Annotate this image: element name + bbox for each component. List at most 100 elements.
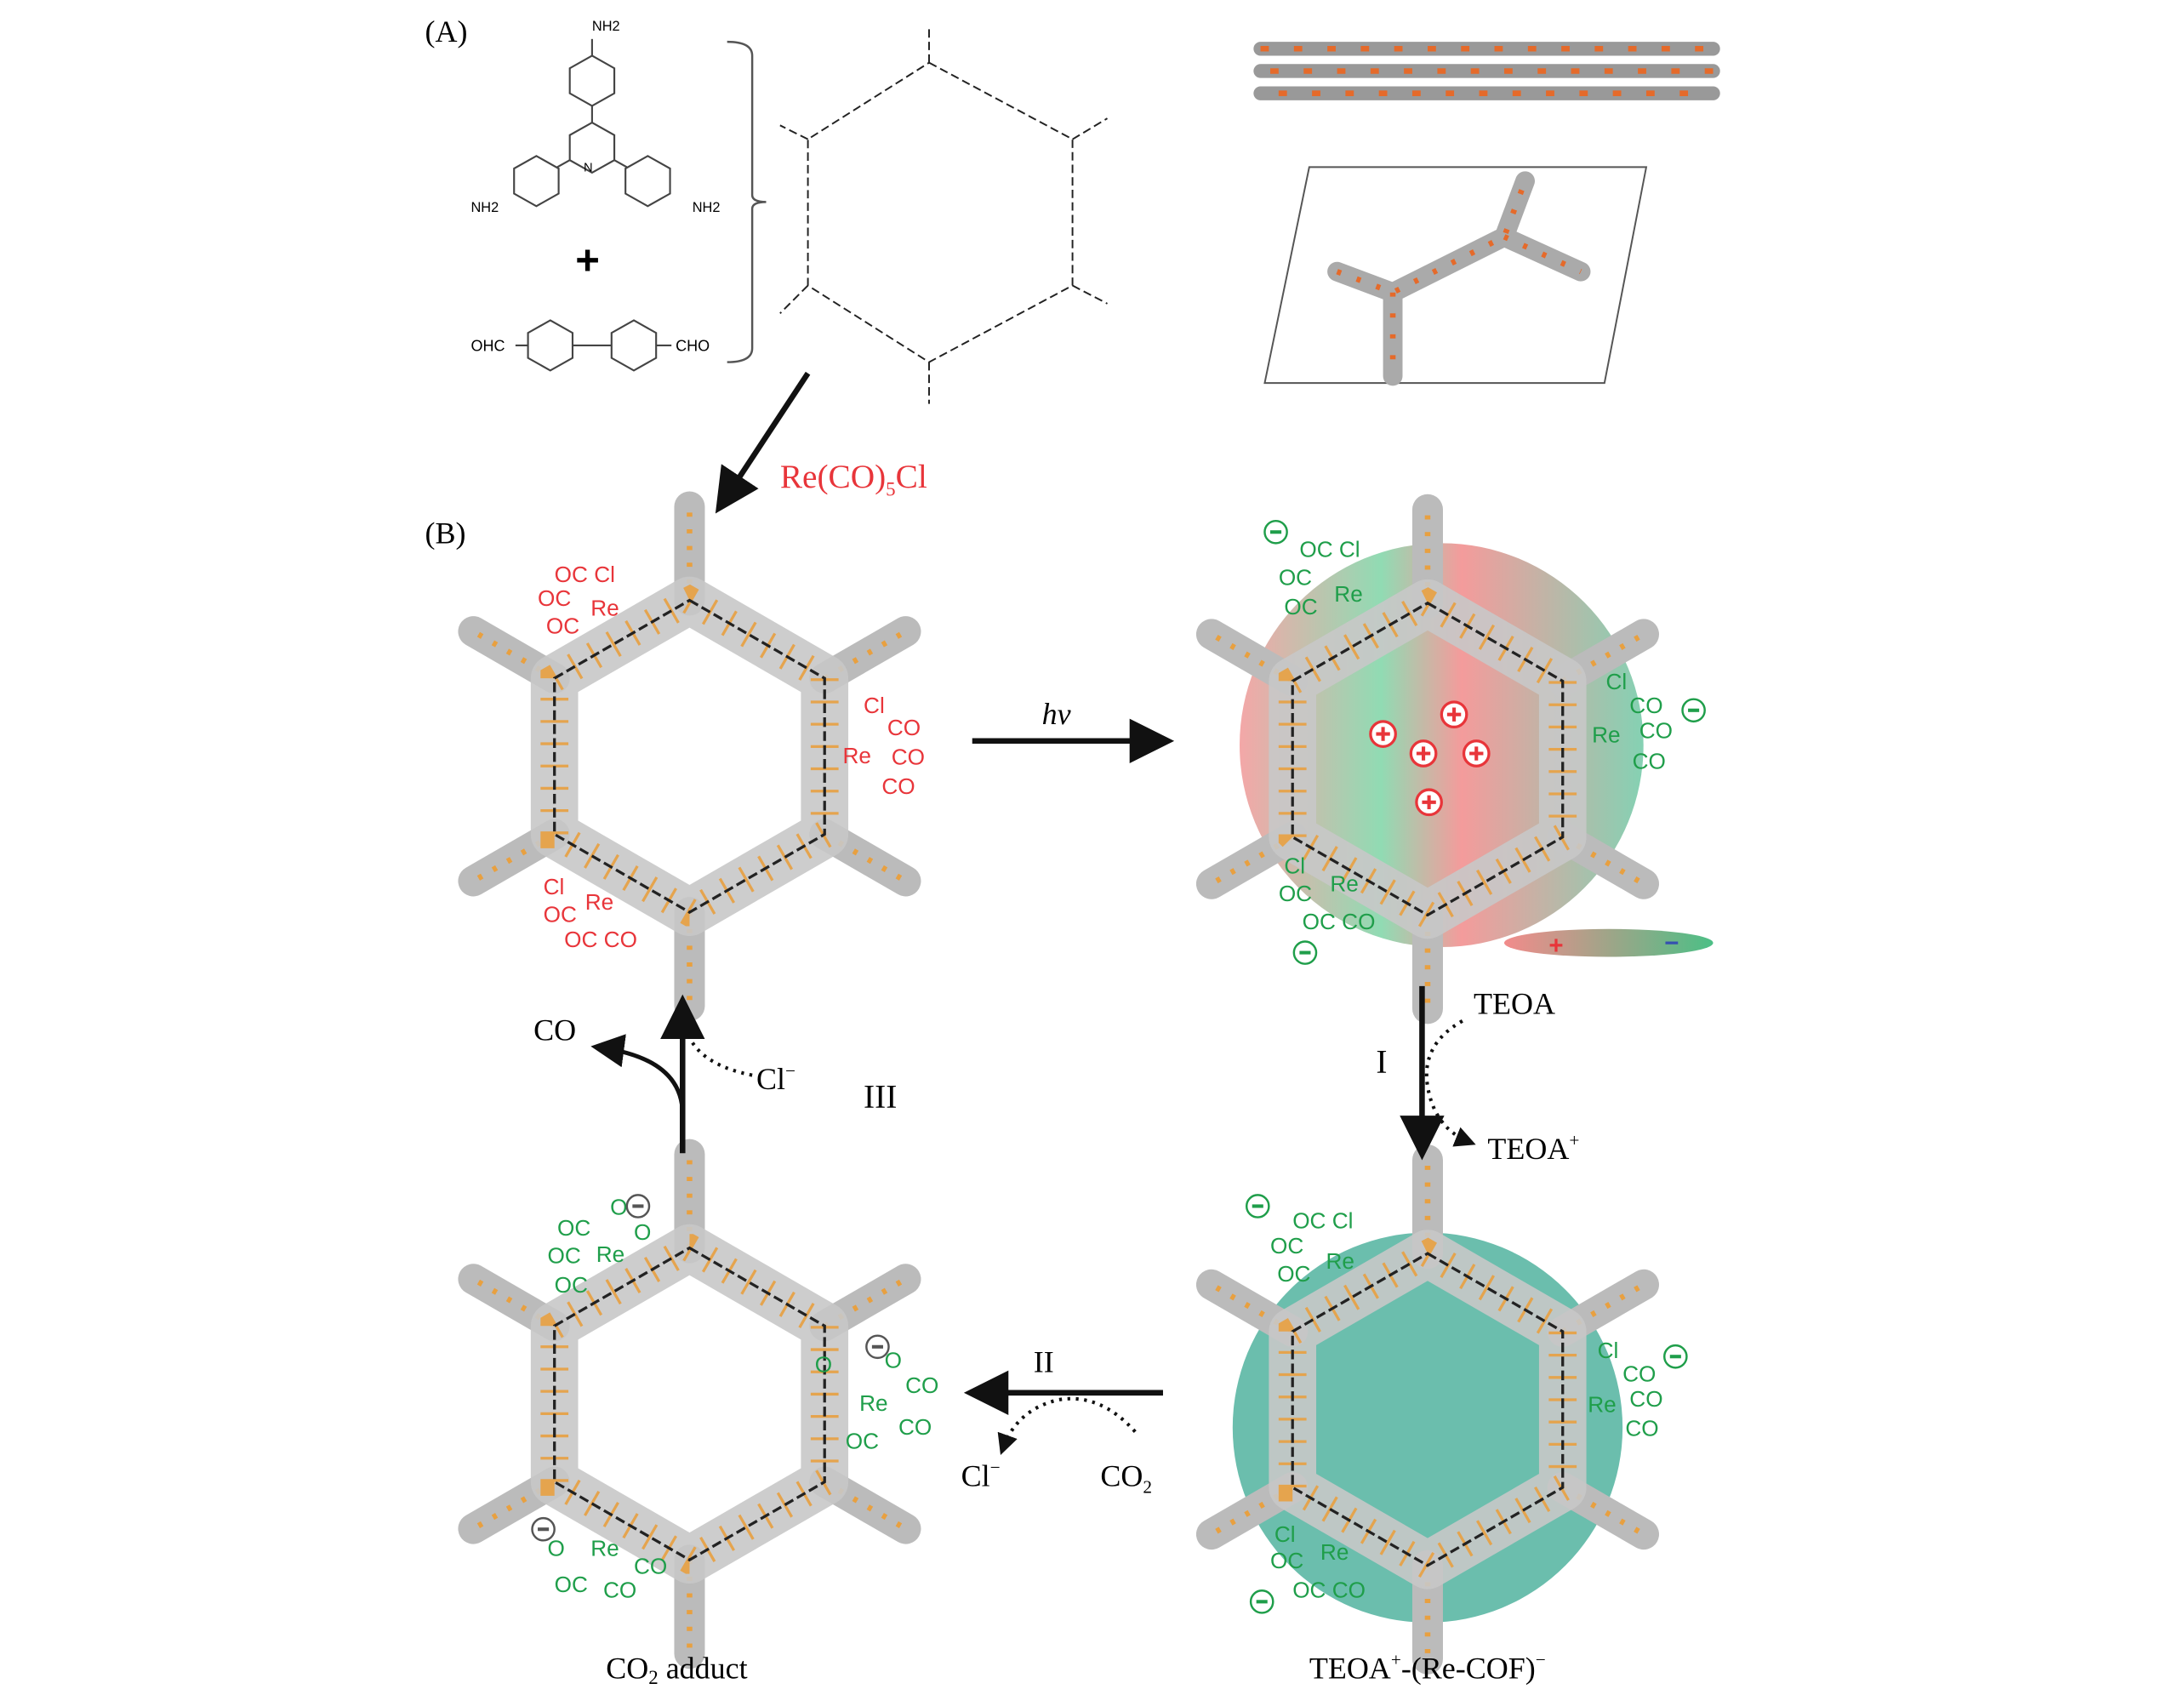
panel-a-label: (A) (425, 14, 467, 49)
cof-pore-model-reduced (1195, 1144, 1659, 1675)
step-i-label: I (1376, 1043, 1387, 1080)
unit-cell-model (1263, 166, 1648, 386)
svg-text:CO: CO (898, 1414, 932, 1440)
svg-text:O: O (885, 1347, 902, 1373)
svg-text:OC: OC (546, 614, 579, 639)
panel-b-label: (B) (425, 516, 465, 550)
co2-dotted-arrow (997, 1396, 1137, 1455)
negative-charge-icon (1681, 698, 1706, 723)
svg-text:Re: Re (1592, 722, 1620, 747)
svg-text:CO: CO (1629, 1386, 1662, 1412)
negative-charge-icon (1292, 940, 1318, 965)
svg-text:OC: OC (557, 1215, 590, 1241)
svg-text:Re: Re (1588, 1392, 1616, 1418)
step-ii-label: II (1034, 1344, 1054, 1378)
svg-text:OC: OC (846, 1428, 879, 1453)
step-iii-label: III (864, 1078, 897, 1115)
svg-text:OC: OC (1270, 1548, 1303, 1573)
svg-text:Cl: Cl (1274, 1521, 1296, 1547)
svg-text:OC: OC (1270, 1233, 1303, 1258)
charge-gradient-bar (1503, 928, 1714, 957)
bar-minus: − (1664, 929, 1679, 957)
bracket (727, 40, 767, 363)
negative-charge-icon (531, 1516, 556, 1542)
teoa-plus-label: TEOA+ (1487, 1130, 1579, 1166)
positive-hole-icon (1462, 739, 1491, 768)
svg-text:CO: CO (887, 715, 921, 740)
plus-sign: + (575, 237, 600, 283)
svg-text:CO: CO (1622, 1361, 1656, 1387)
svg-text:Re: Re (1330, 871, 1358, 897)
amine-right: NH2 (693, 200, 721, 215)
teoa-dotted-arrow (1424, 1019, 1476, 1147)
cl-dotted-arrow (687, 1036, 753, 1077)
svg-text:O: O (610, 1194, 627, 1219)
svg-text:OC CO: OC CO (1292, 1577, 1366, 1602)
teoa-label: TEOA (1474, 987, 1555, 1021)
cl-minus-label-ii: Cl− (961, 1458, 1001, 1493)
svg-text:Re: Re (1320, 1539, 1349, 1565)
svg-text:OC: OC (1279, 881, 1312, 906)
svg-text:CO: CO (881, 773, 915, 799)
svg-text:Cl: Cl (1284, 853, 1305, 878)
cof-pore-model-excited (1195, 494, 1659, 1024)
positive-hole-icon (1440, 700, 1468, 729)
triamine-monomer (513, 38, 671, 208)
svg-text:Re: Re (585, 889, 613, 915)
negative-charge-icon (1263, 519, 1288, 545)
co2-label: CO2 (1100, 1458, 1152, 1497)
hv-label: hv (1042, 697, 1071, 731)
svg-text:CO: CO (1625, 1416, 1658, 1441)
svg-text:CO: CO (1639, 718, 1673, 744)
amine-top: NH2 (592, 19, 620, 34)
negative-charge-icon (865, 1334, 890, 1360)
metalation-arrow (715, 371, 811, 514)
svg-text:Re: Re (1326, 1248, 1354, 1274)
co-release-arrow (590, 1034, 685, 1115)
svg-text:Re: Re (590, 1535, 619, 1561)
aldehyde-right: CHO (676, 337, 710, 354)
svg-text:OC: OC (538, 585, 571, 611)
svg-text:OC: OC (544, 902, 577, 927)
positive-hole-icon (1369, 720, 1397, 748)
svg-text:OC CO: OC CO (1303, 909, 1376, 934)
bipyridine-dialdehyde (515, 319, 672, 372)
svg-text:Cl: Cl (544, 874, 565, 899)
svg-text:CO: CO (603, 1577, 636, 1602)
svg-text:O: O (815, 1351, 832, 1377)
svg-text:O: O (548, 1535, 565, 1561)
amine-left: NH2 (470, 200, 499, 215)
triazine-n: N (584, 161, 593, 174)
svg-text:CO: CO (905, 1373, 938, 1398)
svg-text:OC Cl: OC Cl (555, 562, 615, 587)
svg-text:OC: OC (1284, 594, 1317, 619)
svg-text:OC CO: OC CO (564, 927, 637, 952)
svg-text:O: O (634, 1219, 651, 1245)
svg-text:Re: Re (843, 743, 871, 768)
svg-text:Re: Re (596, 1241, 624, 1267)
cof-pore-model-co2-adduct (458, 1139, 921, 1669)
svg-text:OC: OC (555, 1572, 588, 1597)
cof-framework-structure (779, 25, 1109, 404)
stacked-layers-model (1253, 42, 1720, 100)
svg-text:Cl: Cl (1605, 669, 1627, 694)
negative-charge-icon (1249, 1589, 1274, 1614)
negative-charge-icon (1245, 1194, 1270, 1218)
svg-text:Cl: Cl (1598, 1338, 1619, 1363)
svg-text:CO: CO (634, 1554, 667, 1579)
svg-text:CO: CO (892, 745, 925, 770)
aldehyde-left: OHC (470, 337, 505, 354)
svg-text:OC: OC (555, 1272, 588, 1298)
negative-charge-icon (625, 1194, 651, 1218)
reagent-label: Re(CO)5Cl (780, 459, 927, 500)
svg-text:Re: Re (1334, 581, 1362, 607)
negative-charge-icon (1663, 1344, 1688, 1369)
co-label: CO (533, 1013, 576, 1047)
bar-plus: + (1548, 932, 1563, 960)
svg-text:OC: OC (1277, 1261, 1310, 1287)
